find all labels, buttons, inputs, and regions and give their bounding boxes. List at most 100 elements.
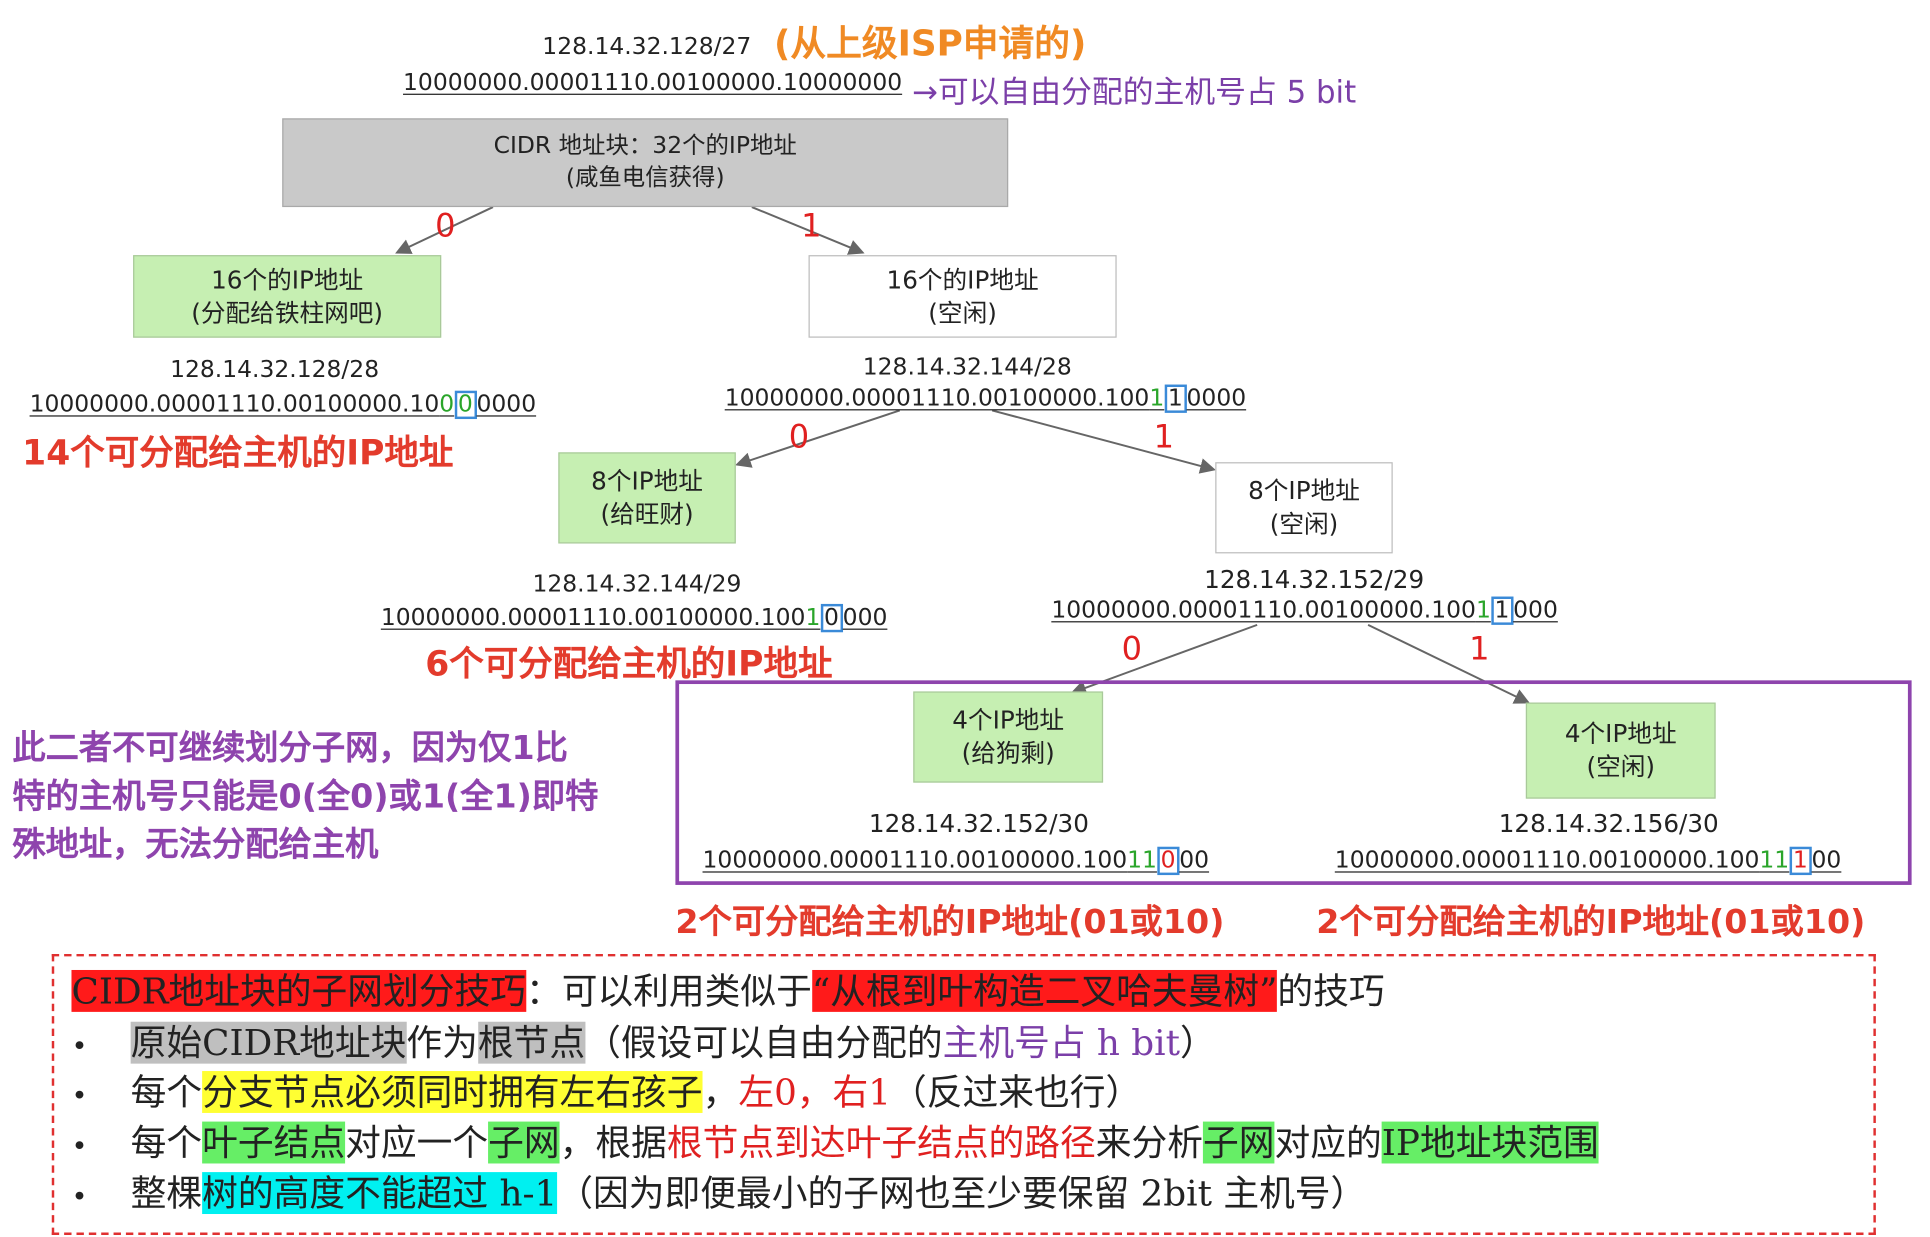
tips-bullet-4: •整棵树的高度不能超过 h-1（因为即便最小的子网也至少要保留 2bit 主机号… [71,1168,1366,1222]
left8-bin-prefix: 10000000.00001110.00100000.100 [380,603,806,632]
left4-hosts: 2个可分配给主机的IP地址(01或10) [675,903,1225,942]
right8-box-line1: 8个IP地址 [1248,475,1360,506]
b3-c: 对应一个 [345,1121,489,1164]
b3-f: 根节点到达叶子结点的路径 [666,1121,1096,1164]
root-binary: 10000000.00001110.00100000.10000000 [403,69,903,97]
edge-label-root-1: 1 [801,208,822,246]
left16-bin-suffix: 0000 [476,390,537,418]
tips-bullet-3: •每个叶子结点对应一个子网，根据根节点到达叶子结点的路径来分析子网对应的IP地址… [71,1118,1599,1172]
right8-bin-boxed: 1 [1490,596,1514,625]
root-cidr-box: CIDR 地址块：32个的IP地址 (咸鱼电信获得) [282,118,1009,208]
tips-panel: CIDR地址块的子网划分技巧：可以利用类似于“从根到叶构造二叉哈夫曼树”的技巧 … [51,953,1876,1235]
edge-r16-right [991,409,1216,474]
tips-bullet-1: •原始CIDR地址块作为根节点（假设可以自由分配的主机号占 h bit） [71,1018,1216,1072]
root-box-line1: CIDR 地址块：32个的IP地址 [493,132,797,160]
b3-b: 叶子结点 [202,1121,346,1164]
edge-root-right [751,206,865,255]
b2-e: （反过来也行） [891,1071,1142,1113]
right4-ip: 128.14.32.156/30 [1498,808,1719,839]
right16-bin-boxed: 1 [1164,384,1187,413]
right8-box-line2: (空闲) [1269,509,1339,539]
right16-box-line2: (空闲) [928,297,997,328]
side-note-line1: 此二者不可继续划分子网，因为仅1比 [12,729,568,768]
right16-bin-suffix: 0000 [1186,384,1247,412]
b3-i: 对应的 [1274,1121,1382,1164]
subnet-right4-box: 4个IP地址 (空闲) [1525,702,1716,799]
smallest-subnets-frame [675,680,1912,885]
subnet-right16-box: 16个的IP地址 (空闲) [808,255,1117,338]
left8-box-line2: (给旺财) [600,499,694,529]
b2-d: 左0，右1 [738,1071,892,1113]
b3-j: IP地址块范围 [1381,1121,1599,1164]
b1-f: ） [1179,1021,1216,1064]
left8-box-line1: 8个IP地址 [591,465,703,496]
tips-title-end: 的技巧 [1277,969,1385,1012]
left4-bin-suffix: 00 [1179,846,1210,874]
right4-box-line1: 4个IP地址 [1564,718,1677,749]
b3-d: 子网 [488,1121,560,1164]
b1-e: 主机号占 h bit [942,1021,1180,1064]
left16-bin-prefix: 10000000.00001110.00100000.10 [29,390,440,418]
root-host-note: →可以自由分配的主机号占 5 bit [912,73,1357,110]
tips-title-sep: ：可以利用类似于 [525,969,812,1012]
right4-hosts: 2个可分配给主机的IP地址(01或10) [1316,903,1866,942]
b3-h: 子网 [1203,1121,1275,1164]
edge-label-root-0: 0 [435,208,456,246]
subnet-left4-box: 4个IP地址 (给狗剩) [913,691,1104,783]
edge-r16-left [735,409,901,468]
edge-root-left [395,206,494,254]
bullet-mark: • [71,1080,88,1112]
left16-box-line1: 16个的IP地址 [211,264,364,294]
side-note: 此二者不可继续划分子网，因为仅1比 特的主机号只能是0(全0)或1(全1)即特 … [12,725,598,870]
tips-title-line: CIDR地址块的子网划分技巧：可以利用类似于“从根到叶构造二叉哈夫曼树”的技巧 [71,966,1385,1015]
b1-b: 作为 [406,1021,478,1064]
left8-bin-suffix: 000 [842,603,888,632]
b4-b: 树的高度不能超过 h-1 [202,1172,558,1215]
b2-c: ， [702,1071,739,1113]
right8-bin-green: 1 [1475,596,1491,624]
right8-bin-prefix: 10000000.00001110.00100000.100 [1051,596,1476,624]
bullet-mark: • [71,1031,88,1063]
bullet-mark: • [71,1131,88,1163]
tips-title: CIDR地址块的子网划分技巧 [71,969,526,1012]
left4-bin-boxed: 0 [1156,846,1180,876]
edge-label-r8-1: 1 [1469,631,1490,669]
b1-c: 根节点 [477,1021,586,1064]
right16-box-line1: 16个的IP地址 [886,264,1039,294]
bullet-mark: • [71,1181,88,1213]
b3-g: 来分析 [1095,1121,1204,1164]
right4-box-line2: (空闲) [1586,751,1655,782]
root-box-line2: (咸鱼电信获得) [565,163,725,192]
side-note-line3: 殊地址，无法分配给主机 [12,826,379,865]
left4-bin-prefix: 10000000.00001110.00100000.100 [702,846,1128,874]
right4-bin-boxed: 1 [1789,846,1812,876]
side-note-line2: 特的主机号只能是0(全0)或1(全1)即特 [12,777,599,817]
b4-a: 整棵 [130,1172,203,1215]
right8-ip: 128.14.32.152/29 [1204,564,1425,595]
left8-ip: 128.14.32.144/29 [532,570,742,598]
left4-bin-green: 11 [1127,846,1157,874]
left16-bin-boxed: 0 [454,390,477,420]
right4-bin-prefix: 10000000.00001110.00100000.100 [1334,846,1760,874]
edge-r8-right [1367,623,1531,704]
subnet-right8-box: 8个IP地址 (空闲) [1215,462,1393,554]
left8-bin-green: 1 [805,603,821,632]
left16-hosts: 14个可分配给主机的IP地址 [22,432,454,474]
root-ip: 128.14.32.128/27 [542,33,752,61]
b3-e: ，根据 [559,1121,667,1164]
left16-bin-green: 0 [439,390,455,418]
left4-box-line2: (给狗剩) [961,738,1055,768]
edge-label-r8-0: 0 [1121,631,1142,669]
subnet-left8-box: 8个IP地址 (给旺财) [558,452,736,544]
b1-a: 原始CIDR地址块 [130,1021,407,1064]
edge-label-r16-1: 1 [1153,419,1175,457]
right16-bin-prefix: 10000000.00001110.00100000.100 [724,384,1150,412]
right4-bin-suffix: 00 [1811,846,1842,874]
left4-ip: 128.14.32.152/30 [868,808,1089,839]
